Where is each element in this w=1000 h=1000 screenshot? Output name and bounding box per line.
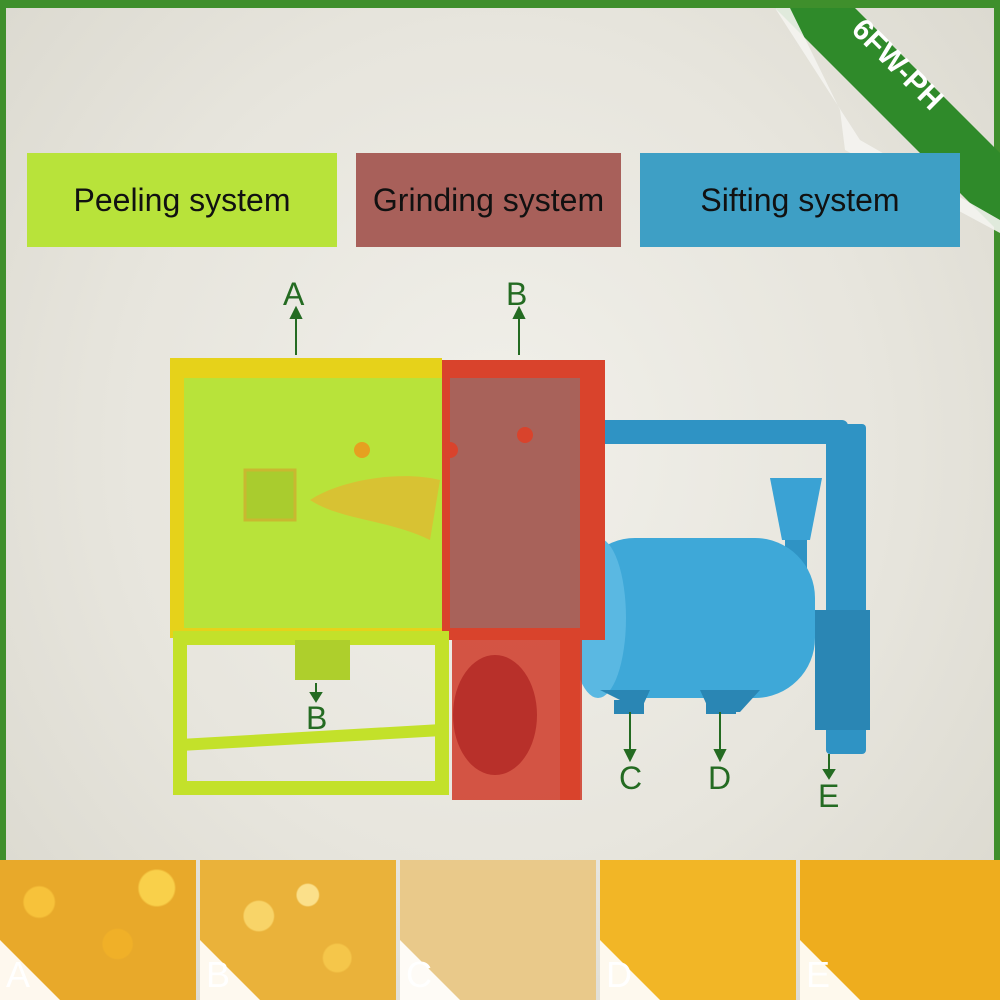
- sifting-system-label: Sifting system: [700, 181, 900, 218]
- sample-e-coarse-grits: E: [800, 860, 1000, 1000]
- peeling-system-label: Peeling system: [73, 181, 291, 218]
- sample-a-whole-kernels: A: [0, 860, 196, 1000]
- sample-b-peeled-kernels: B: [200, 860, 396, 1000]
- sample-b-label: B: [206, 954, 231, 995]
- sample-d-fine-grits: D: [600, 860, 796, 1000]
- sample-a-label: A: [6, 954, 31, 995]
- sifting-unit: [570, 420, 870, 754]
- callout-b-grinder-inlet: B: [506, 276, 528, 312]
- sample-c-flour: C: [400, 860, 596, 1000]
- grinding-system-label: Grinding system: [372, 181, 605, 218]
- peeling-system-box: Peeling system: [27, 153, 337, 247]
- grinding-system-box: Grinding system: [356, 153, 621, 247]
- callout-a-feed-inlet: A: [283, 276, 305, 312]
- callout-c-outlet: C: [619, 760, 643, 796]
- callout-arrows: [289, 305, 836, 780]
- left-border: [0, 0, 6, 860]
- grinding-unit: [440, 360, 605, 800]
- peeling-unit: [170, 358, 449, 795]
- corn-milling-machine: [170, 305, 870, 800]
- sifting-system-box: Sifting system: [640, 153, 960, 247]
- top-border: [0, 0, 1000, 8]
- sample-e-label: E: [806, 954, 831, 995]
- callout-b-outlet: B: [306, 700, 328, 736]
- right-border: [994, 0, 1000, 860]
- callout-e-outlet: E: [818, 778, 840, 814]
- sample-c-label: C: [406, 954, 432, 995]
- callout-d-outlet: D: [708, 760, 732, 796]
- sample-d-label: D: [606, 954, 632, 995]
